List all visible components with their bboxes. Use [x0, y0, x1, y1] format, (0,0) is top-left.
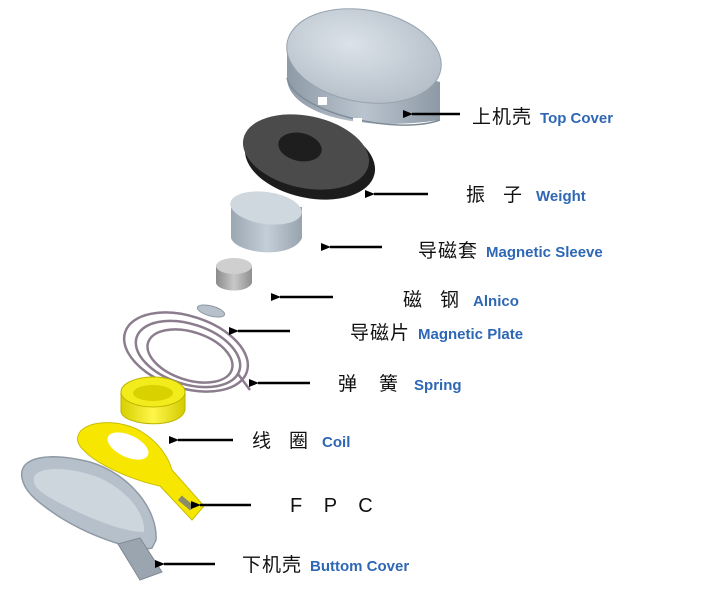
- label-alnico: 磁 钢 Alnico: [403, 290, 519, 310]
- label-en: Coil: [322, 434, 351, 451]
- label-zh: 磁 钢: [403, 289, 466, 311]
- label-en: Buttom Cover: [310, 558, 410, 575]
- fpc-part: [77, 422, 205, 521]
- label-zh: 振 子: [466, 184, 529, 206]
- top-cover-part: [286, 8, 442, 126]
- label-zh: 下机壳: [242, 554, 303, 576]
- label-zh: 导磁片: [350, 322, 411, 344]
- label-zh: 弹 簧: [338, 373, 407, 395]
- label-en: Magnetic Plate: [418, 326, 524, 343]
- label-magnetic-plate: 导磁片 Magnetic Plate: [350, 323, 523, 343]
- label-en: Top Cover: [540, 110, 614, 127]
- label-zh: 上机壳: [472, 106, 533, 128]
- label-zh: 线 圈: [252, 430, 315, 452]
- magnetic-sleeve-part: [230, 191, 302, 253]
- label-magnetic-sleeve: 导磁套 Magnetic Sleeve: [418, 241, 603, 261]
- label-coil: 线 圈 Coil: [252, 431, 350, 451]
- label-top-cover: 上机壳 Top Cover: [472, 107, 613, 127]
- label-en: Spring: [414, 377, 462, 394]
- alnico-part: [216, 258, 252, 291]
- callout-arrows: [155, 110, 460, 568]
- bottom-cover-part: [21, 456, 163, 581]
- label-zh: F P C: [290, 495, 381, 517]
- label-bottom-cover: 下机壳 Buttom Cover: [242, 555, 409, 575]
- coil-part: [120, 376, 186, 425]
- weight-part: [242, 114, 376, 200]
- label-fpc: F P C: [290, 496, 381, 516]
- label-spring: 弹 簧 Spring: [338, 374, 462, 394]
- label-weight: 振 子 Weight: [466, 185, 586, 205]
- magnetic-plate-part: [196, 304, 226, 318]
- label-en: Magnetic Sleeve: [486, 244, 603, 261]
- label-en: Alnico: [473, 293, 519, 310]
- label-en: Weight: [536, 188, 586, 205]
- label-zh: 导磁套: [418, 240, 479, 262]
